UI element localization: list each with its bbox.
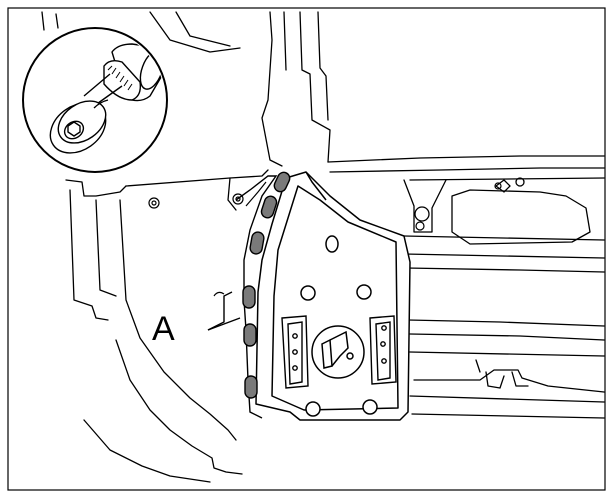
seam-flange-inner (245, 181, 267, 207)
central-opening (311, 325, 365, 379)
slot-tab-left (281, 315, 309, 389)
rivet-row (242, 171, 291, 399)
plate-holes (300, 235, 378, 417)
callout-a: A (152, 291, 241, 348)
panel-holes (148, 182, 502, 231)
callout-letter-a: A (152, 310, 175, 348)
slot-tab-right (369, 315, 397, 385)
detail-inset (22, 27, 168, 173)
vehicle-body-structure (41, 11, 605, 483)
